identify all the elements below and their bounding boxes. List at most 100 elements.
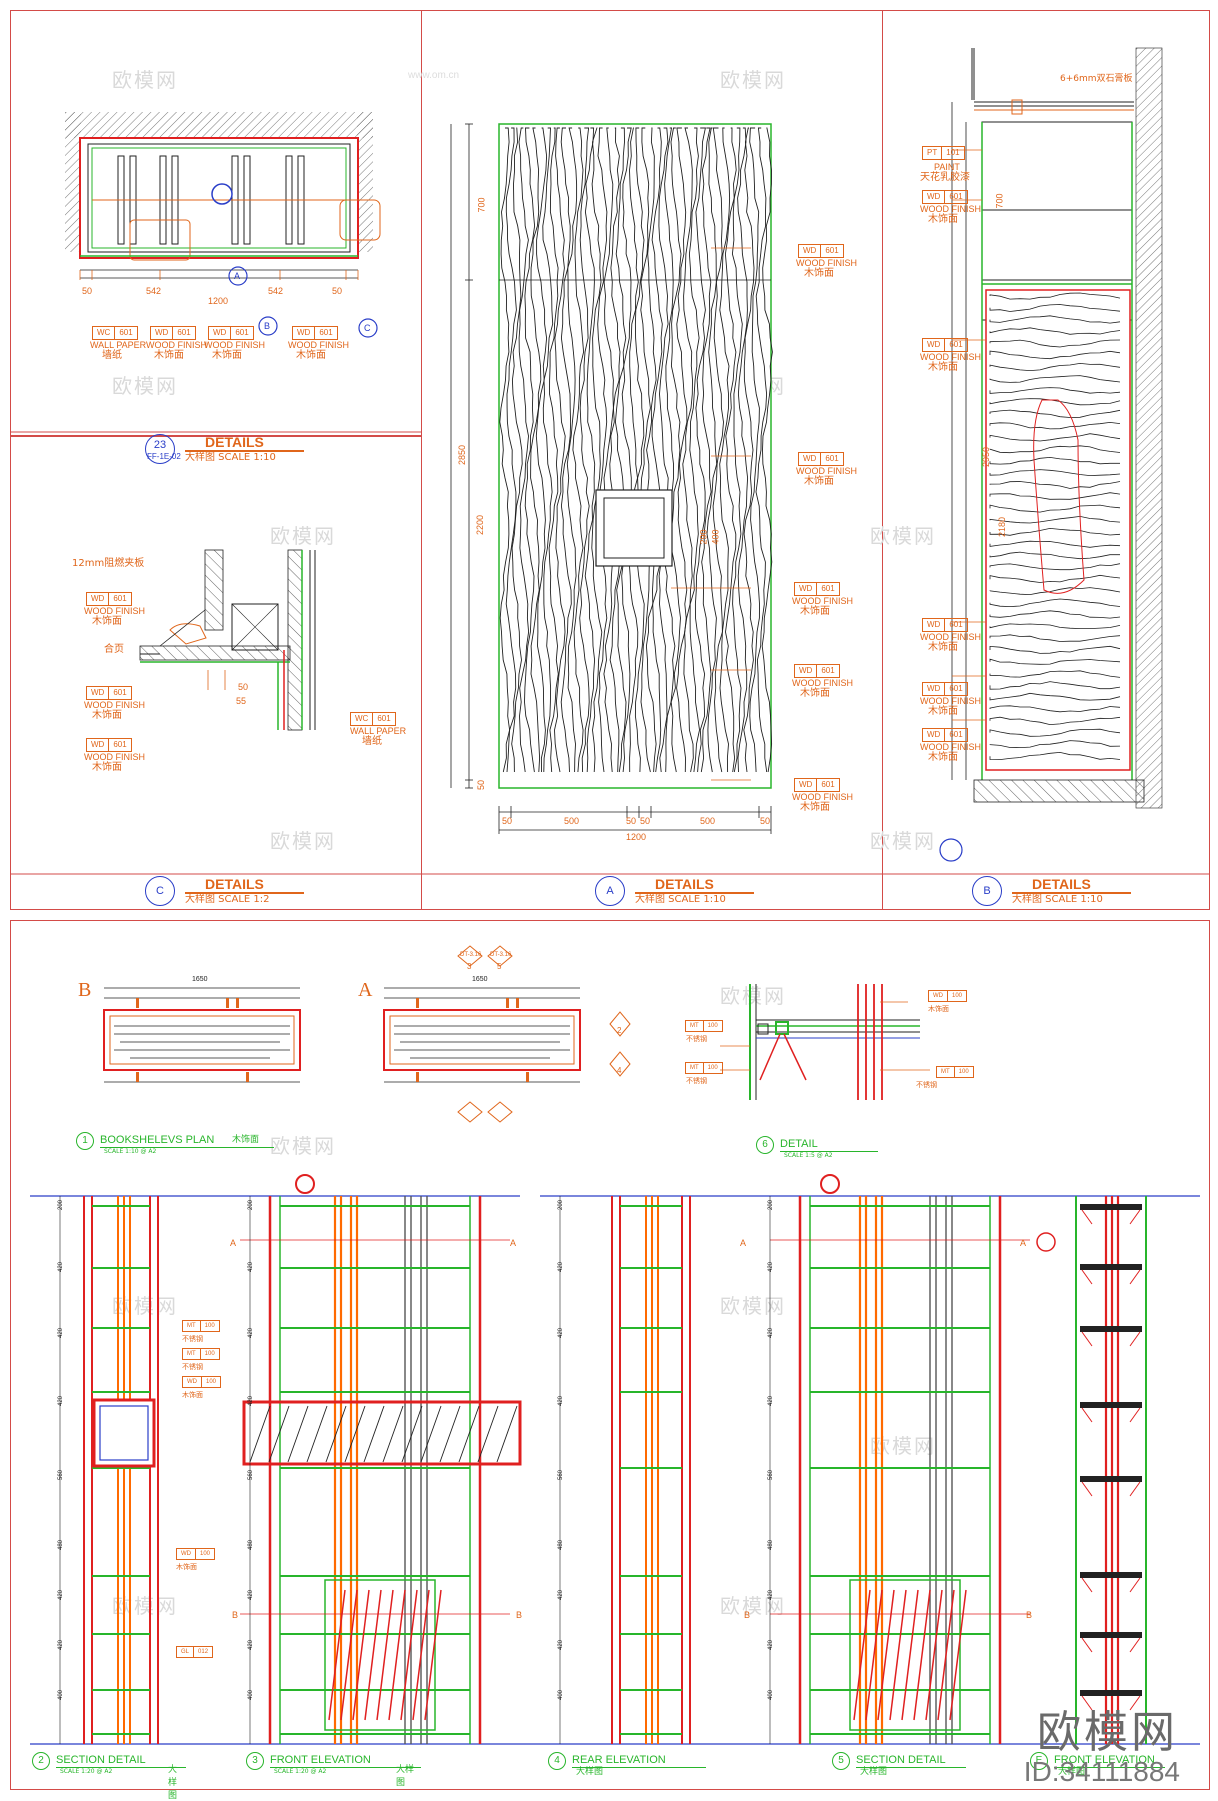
caption-title: BOOKSHELEVS PLAN: [100, 1134, 275, 1148]
hdim-total: 1200: [626, 832, 647, 842]
watermark: 欧模网: [112, 1594, 178, 1618]
cut-a: A: [1020, 1238, 1027, 1248]
watermark: 欧模网: [870, 1434, 936, 1458]
frame-bottom: [10, 920, 1210, 1790]
hdim-label: 50: [502, 816, 513, 826]
note-plywood: 合页: [104, 644, 124, 655]
shelf-dim-label: 420: [558, 1395, 565, 1407]
caption-cn: 大样图: [168, 1765, 178, 1801]
shelf-dim-label: 480: [558, 1539, 565, 1551]
watermark: 欧模网: [270, 829, 336, 853]
cut-a: A: [510, 1238, 517, 1248]
detail-b-section: [939, 47, 1163, 862]
watermark: 欧模网: [270, 524, 336, 548]
detail-a-elevation: [450, 123, 773, 834]
ref-number: 5: [497, 962, 502, 971]
shelf-dim-label: 560: [248, 1469, 255, 1481]
footer-id: ID:34111884: [1023, 1756, 1180, 1787]
caption-5: 5 SECTION DETAIL 大样图: [832, 1752, 966, 1777]
caption-number: C: [145, 876, 175, 906]
note-fire-board: 12mm阻燃夹板: [72, 558, 145, 569]
detail-23-drawing: [65, 112, 381, 280]
shelf-dim-label: 480: [58, 1539, 65, 1551]
hdim-label: 50: [626, 816, 637, 826]
section-markers: [228, 266, 378, 338]
watermark: 欧模网: [112, 68, 178, 92]
caption-number: 3: [246, 1752, 264, 1770]
shelf-dim-label: 420: [58, 1261, 65, 1273]
shelf-dim-label: 420: [558, 1261, 565, 1273]
caption-e: E FRONT ELEVATION 大样图: [1030, 1752, 1165, 1777]
dim-label: 50: [332, 286, 343, 296]
plan-dim-total: 1650: [192, 976, 208, 983]
note-wood-cn: 木饰面: [92, 616, 122, 627]
note-wood-cn: 木饰面: [92, 762, 122, 773]
caption-title: FRONT ELEVATION: [1054, 1754, 1165, 1768]
caption-number: E: [1030, 1752, 1048, 1770]
shelf-dim-label: 400: [768, 1689, 775, 1701]
ref-number: 3: [467, 962, 472, 971]
note-wood-cn: 木饰面: [92, 710, 122, 721]
note-wood-cn: 木饰面: [176, 1563, 197, 1571]
shelf-dim-label: 420: [768, 1327, 775, 1339]
caption-23: 23 FF-1E-02 DETAILS 大样图 SCALE 1:10: [145, 434, 304, 464]
caption-cn: 木饰面: [232, 1135, 260, 1145]
note-wood-cn: 木饰面: [928, 752, 958, 763]
cut-b: B: [232, 1610, 239, 1620]
note-wood-cn: 木饰面: [804, 268, 834, 279]
watermark: 欧模网: [720, 1294, 786, 1318]
note-wood-cn: 木饰面: [296, 350, 326, 361]
caption-6: 6 DETAIL SCALE 1:5 @ A2: [756, 1136, 878, 1159]
shelf-dim-label: 420: [768, 1261, 775, 1273]
plan-ref-markers: [457, 945, 631, 1123]
shelf-dim-label: 420: [58, 1639, 65, 1651]
caption-2: 2 SECTION DETAIL 大样图 SCALE 1:20 @ A2: [32, 1752, 186, 1801]
note-wood: WOOD FINISH: [84, 752, 145, 762]
cut-b: B: [516, 1610, 523, 1620]
shelf-dim-label: 420: [58, 1395, 65, 1407]
shelf-dim-label: 420: [248, 1261, 255, 1273]
note-stainless: 不锈钢: [686, 1077, 707, 1085]
cut-b: B: [1026, 1610, 1033, 1620]
caption-cn: 大样图: [396, 1765, 415, 1788]
note-wood-cn: 木饰面: [928, 706, 958, 717]
dim-label: 50: [238, 682, 249, 692]
caption-3: 3 FRONT ELEVATION 大样图 SCALE 1:20 @ A2: [246, 1752, 421, 1788]
note-wood-cn: 木饰面: [154, 350, 184, 361]
shelf-dim-label: 420: [558, 1589, 565, 1601]
note-wood-cn: 木饰面: [800, 688, 830, 699]
caption-number: 2: [32, 1752, 50, 1770]
detail-6-drawing: [720, 984, 930, 1100]
watermark: 欧模网: [720, 984, 786, 1008]
note-wallpaper: WALL PAPER: [90, 340, 147, 350]
caption-scale: SCALE 1:10 @ A2: [104, 1148, 157, 1155]
caption-title: FRONT ELEVATION: [270, 1754, 421, 1768]
detail-c-drawing: [139, 549, 316, 731]
shelf-dim-label: 400: [558, 1689, 565, 1701]
shelf-dim-label: 480: [768, 1539, 775, 1551]
plan-dim-total: 1650: [472, 976, 488, 983]
caption-title: DETAILS: [185, 434, 304, 452]
plan-label-a: A: [358, 979, 373, 1001]
caption-scale: SCALE 1:20 @ A2: [60, 1768, 113, 1775]
watermark: 欧模网: [112, 374, 178, 398]
caption-1: 1 BOOKSHELEVS PLAN 木饰面 SCALE 1:10 @ A2: [76, 1132, 275, 1155]
shelf-dim-label: 560: [768, 1469, 775, 1481]
note-wallpaper: WALL PAPER: [350, 726, 407, 736]
caption-number: 4: [548, 1752, 566, 1770]
